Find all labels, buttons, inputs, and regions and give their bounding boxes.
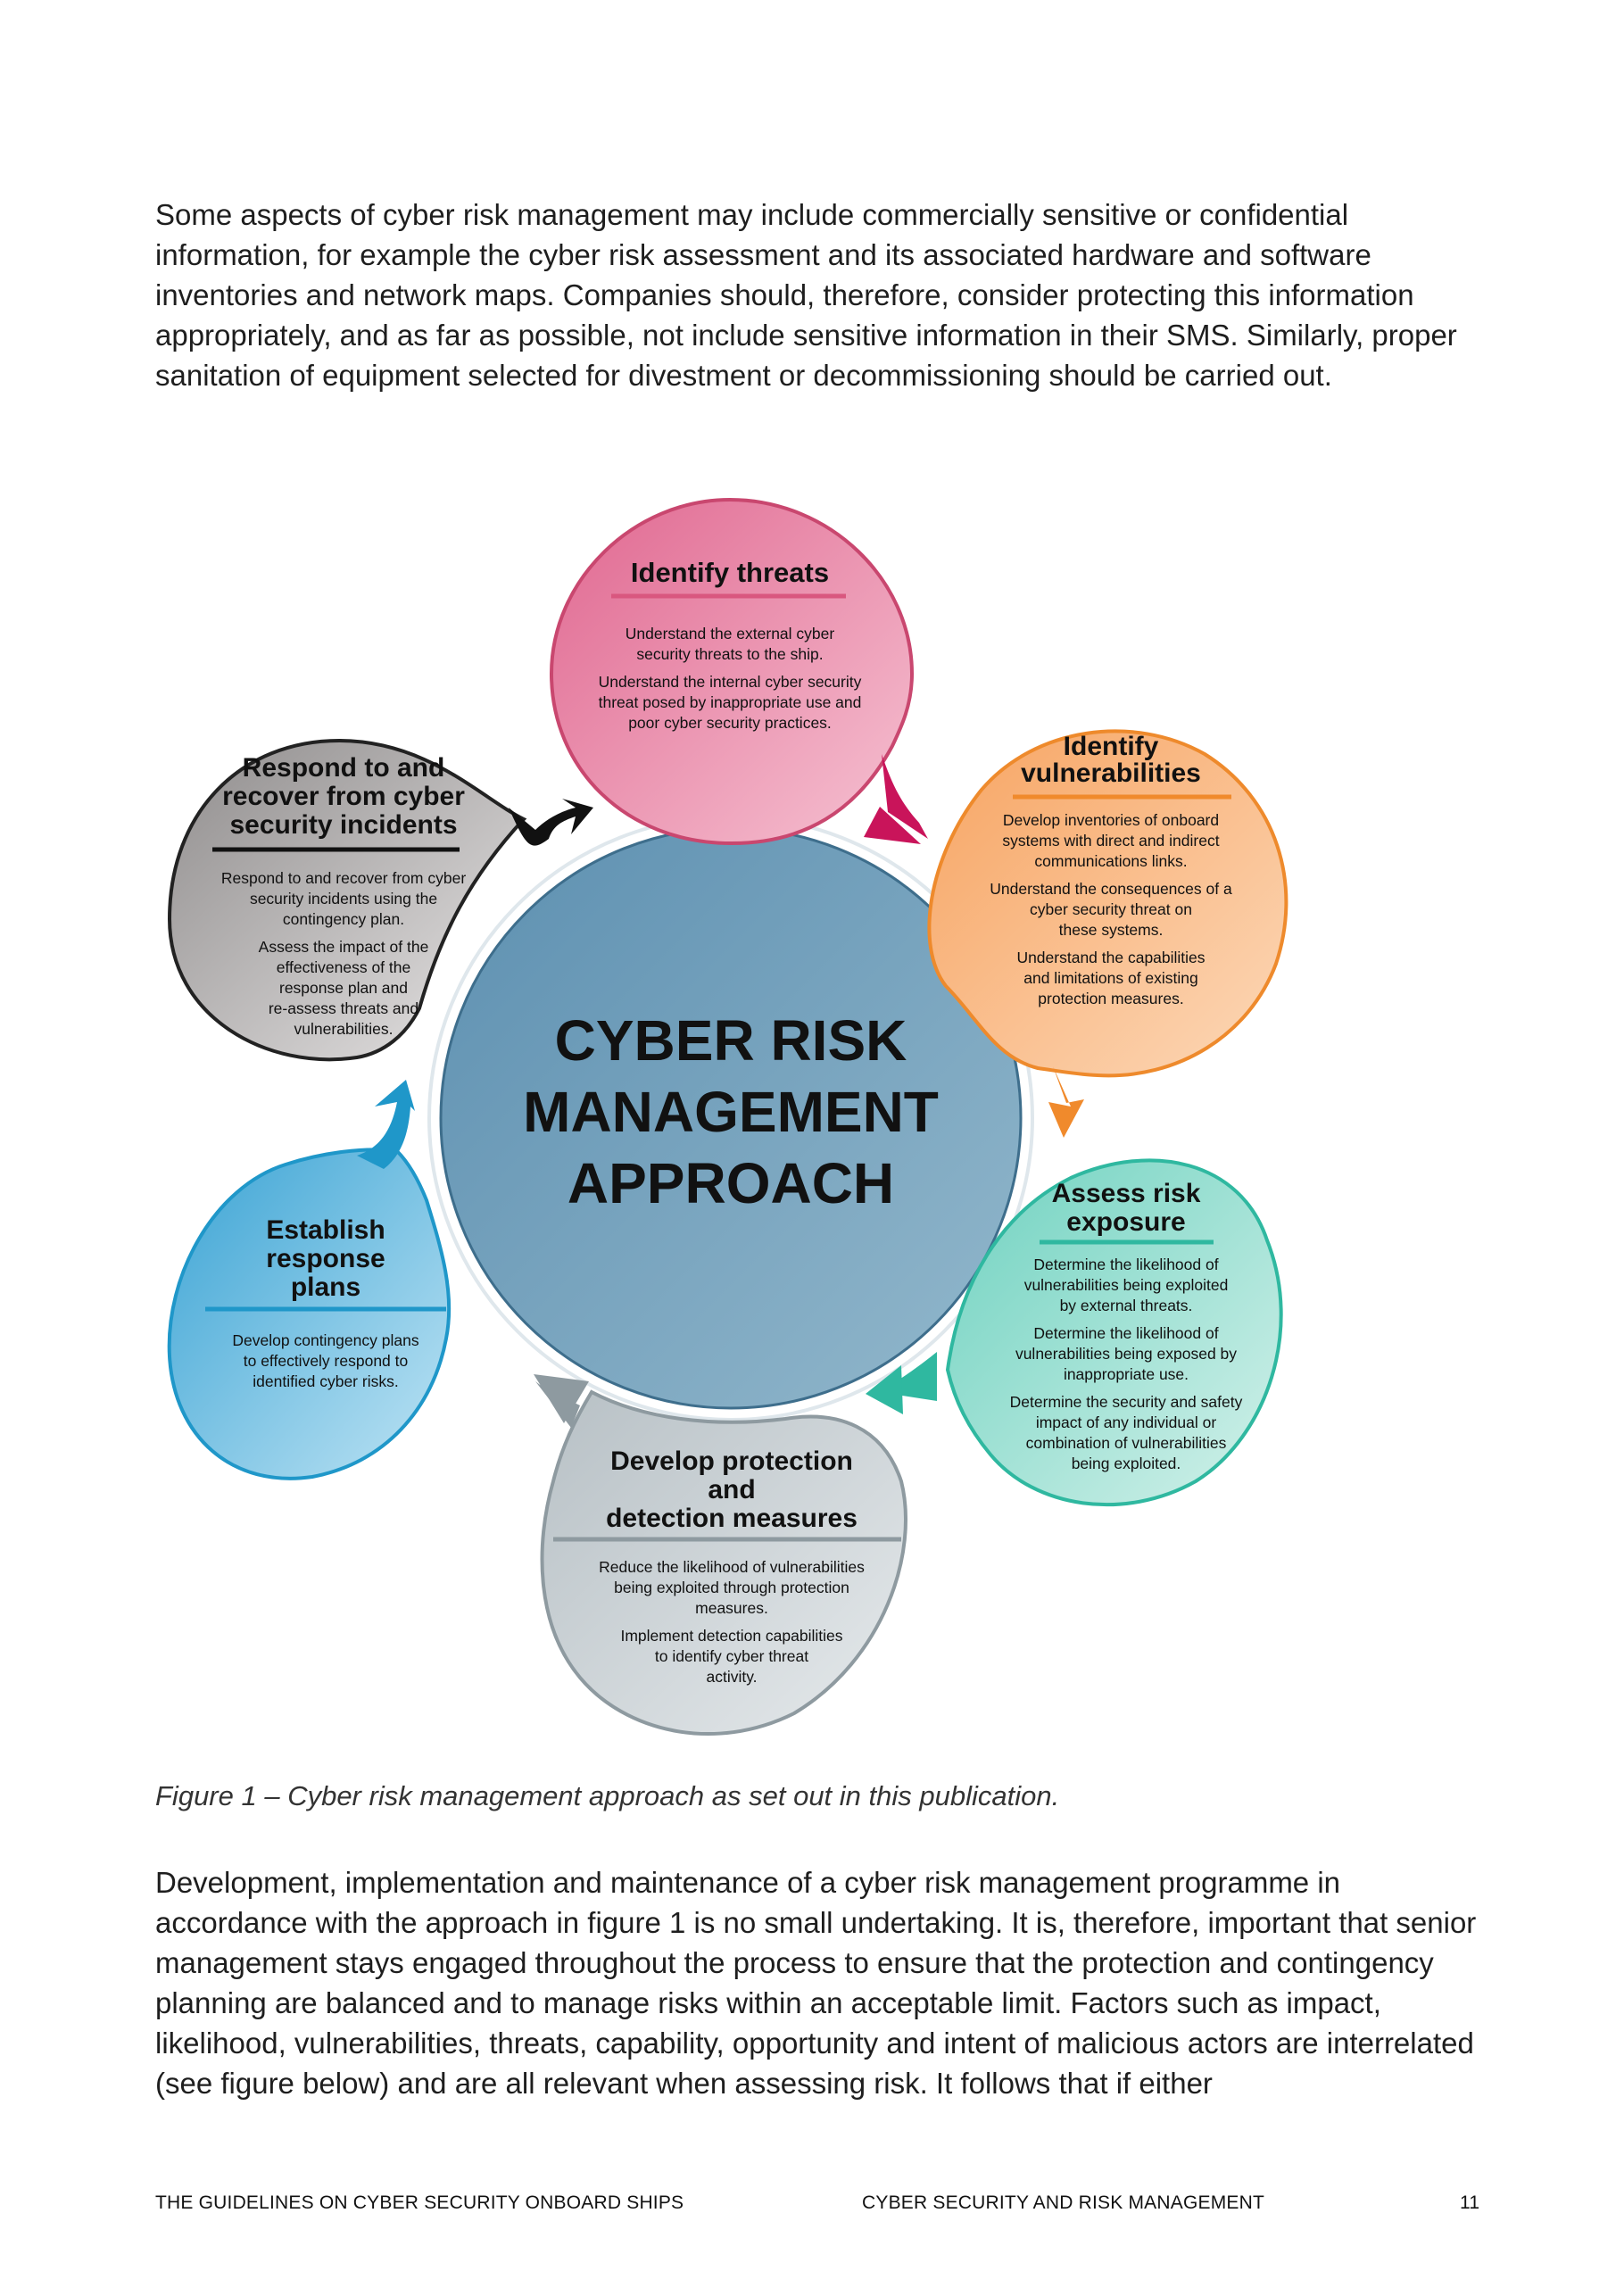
assess-risk-exposure-body-line: Determine the security and safety	[1010, 1393, 1243, 1411]
identify-vulnerabilities-title: vulnerabilities	[1021, 758, 1201, 788]
assess-risk-exposure-title: exposure	[1066, 1207, 1185, 1237]
develop-protection-body-line: to identify cyber threat	[655, 1647, 808, 1665]
identify-threats-body-line: Understand the external cyber	[626, 625, 835, 642]
assess-risk-exposure-title: Assess risk	[1052, 1179, 1201, 1208]
identify-threats-body-line: Understand the internal cyber security	[599, 673, 862, 691]
establish-response-plans-title: response	[266, 1244, 385, 1273]
assess-risk-exposure-body-line: inappropriate use.	[1064, 1365, 1189, 1383]
footer-section: CYBER SECURITY AND RISK MANAGEMENT	[862, 2192, 1264, 2213]
center-title: CYBER RISK MANAGEMENT APPROACH	[523, 1008, 939, 1215]
page-number: 11	[1460, 2192, 1480, 2213]
bubble-identify-threats	[549, 497, 928, 846]
establish-response-plans-title: plans	[291, 1272, 360, 1302]
assess-risk-exposure-body-line: combination of vulnerabilities	[1026, 1434, 1227, 1452]
footer-title: THE GUIDELINES ON CYBER SECURITY ONBOARD…	[155, 2192, 684, 2213]
identify-vulnerabilities-body-line: Understand the consequences of a	[990, 880, 1232, 898]
identify-vulnerabilities-body-line: communications links.	[1034, 852, 1187, 870]
figure-caption: Figure 1 – Cyber risk management approac…	[155, 1780, 1060, 1811]
intro-paragraph: Some aspects of cyber risk management ma…	[155, 198, 1457, 392]
center-title-line: APPROACH	[568, 1151, 894, 1215]
respond-and-recover-body-line: security incidents using the	[250, 890, 437, 908]
develop-protection-body-line: being exploited through protection	[614, 1579, 849, 1596]
respond-and-recover-body-line: re-assess threats and	[269, 999, 418, 1017]
bubble-develop-protection	[534, 1374, 907, 1737]
develop-protection-body-line: Reduce the likelihood of vulnerabilities	[599, 1558, 865, 1576]
establish-response-plans-title: Establish	[266, 1215, 385, 1245]
develop-protection-body-line: measures.	[695, 1599, 768, 1617]
body-paragraph: Development, implementation and maintena…	[155, 1866, 1477, 2100]
respond-and-recover-title: recover from cyber	[222, 782, 465, 811]
respond-and-recover-title: Respond to and	[243, 753, 445, 783]
respond-and-recover-body-line: contingency plan.	[283, 910, 404, 928]
respond-and-recover-body-line: Assess the impact of the	[259, 938, 429, 956]
identify-vulnerabilities-body-line: Develop inventories of onboard	[1003, 811, 1219, 829]
center-title-line: CYBER RISK	[555, 1008, 907, 1073]
establish-response-plans-body-line: to effectively respond to	[244, 1352, 409, 1370]
identify-threats-body-line: poor cyber security practices.	[628, 714, 832, 732]
bubble-establish-response-plans	[167, 1080, 452, 1480]
identify-vulnerabilities-body-line: cyber security threat on	[1030, 900, 1192, 918]
identify-vulnerabilities-title: Identify	[1064, 732, 1159, 761]
respond-and-recover-body-line: Respond to and recover from cyber	[221, 869, 466, 887]
assess-risk-exposure-body-line: Determine the likelihood of	[1033, 1256, 1218, 1273]
identify-vulnerabilities-body-line: protection measures.	[1038, 990, 1183, 1007]
bubble-assess-risk-exposure	[866, 1158, 1283, 1507]
assess-risk-exposure-body-line: being exploited.	[1072, 1455, 1181, 1472]
develop-protection-title: Develop protection	[610, 1446, 853, 1476]
respond-and-recover-body-line: vulnerabilities.	[294, 1020, 394, 1038]
develop-protection-body-line: activity.	[706, 1668, 757, 1686]
establish-response-plans-body-line: Develop contingency plans	[232, 1331, 418, 1349]
identify-threats-body-line: threat posed by inappropriate use and	[599, 693, 862, 711]
identify-threats-title: Identify threats	[631, 557, 829, 588]
bubble-identify-vulnerabilities	[927, 729, 1288, 1138]
establish-response-plans-body-line: identified cyber risks.	[253, 1372, 398, 1390]
identify-vulnerabilities-body-line: these systems.	[1059, 921, 1164, 939]
identify-threats-body-line: security threats to the ship.	[636, 645, 823, 663]
identify-vulnerabilities-body-line: systems with direct and indirect	[1002, 832, 1219, 850]
respond-and-recover-body-line: response plan and	[279, 979, 408, 997]
develop-protection-title: and	[708, 1475, 755, 1504]
assess-risk-exposure-body-line: Determine the likelihood of	[1033, 1324, 1218, 1342]
develop-protection-title: detection measures	[606, 1504, 858, 1533]
identify-vulnerabilities-body-line: and limitations of existing	[1023, 969, 1198, 987]
respond-and-recover-title: security incidents	[229, 810, 457, 840]
respond-and-recover-body-line: effectiveness of the	[277, 958, 410, 976]
assess-risk-exposure-body-line: impact of any individual or	[1036, 1413, 1216, 1431]
assess-risk-exposure-body-line: by external threats.	[1060, 1297, 1193, 1314]
develop-protection-body-line: Implement detection capabilities	[620, 1627, 842, 1645]
assess-risk-exposure-body-line: vulnerabilities being exposed by	[1015, 1345, 1237, 1363]
assess-risk-exposure-body-line: vulnerabilities being exploited	[1024, 1276, 1229, 1294]
identify-vulnerabilities-body-line: Understand the capabilities	[1016, 949, 1205, 966]
bubble-respond-and-recover	[167, 738, 593, 1062]
center-title-line: MANAGEMENT	[523, 1080, 939, 1144]
